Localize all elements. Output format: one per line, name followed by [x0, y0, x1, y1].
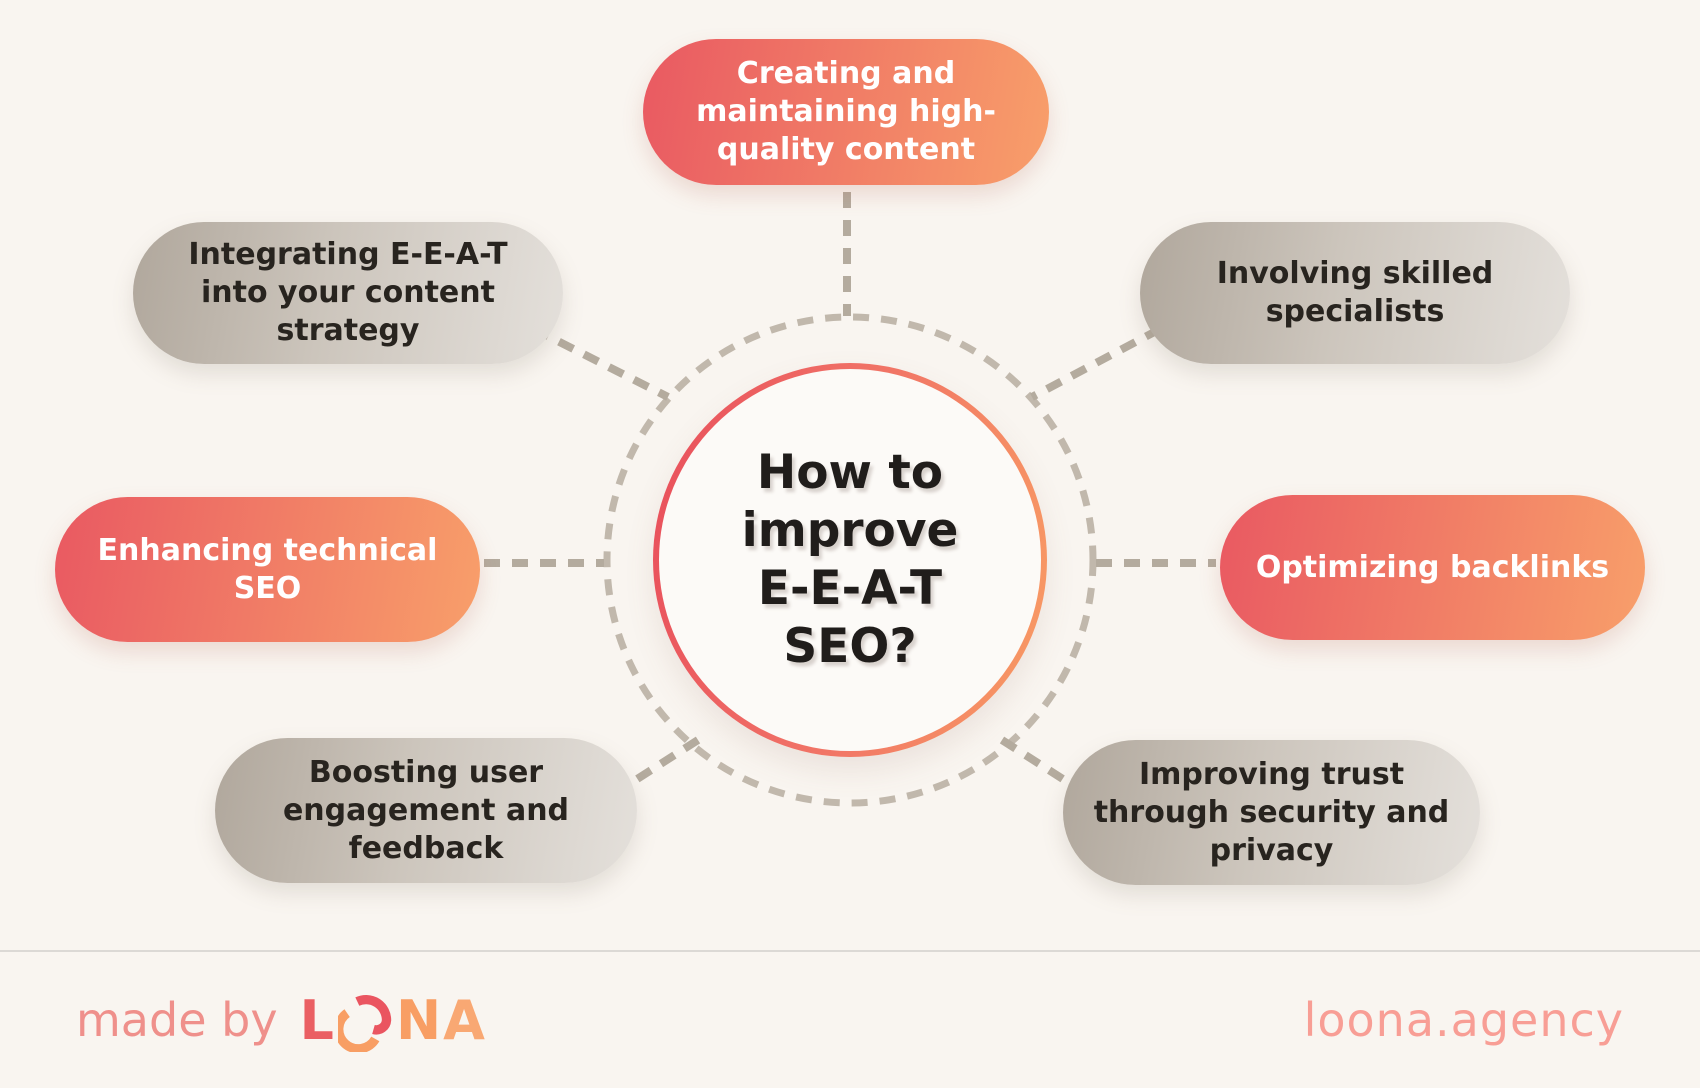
made-by-credit: made by L N A [76, 988, 487, 1052]
node-improving-trust: Improving trust through security and pri… [1063, 740, 1480, 885]
dashed-circle [603, 313, 1097, 807]
center-circle-inner: How to improve E-E-A-T SEO? [659, 369, 1041, 751]
node-integrating-eeat: Integrating E-E-A-T into your content st… [133, 222, 563, 364]
node-boosting-engagement: Boosting user engagement and feedback [215, 738, 637, 883]
node-involving-specialists: Involving skilled specialists [1140, 222, 1570, 364]
loona-swirl-o-icon [337, 995, 392, 1052]
connector-upper-right [1030, 325, 1162, 401]
footer: made by L N A loona.agency [0, 950, 1700, 1088]
logo-letter-n: N [395, 988, 444, 1052]
node-optimizing-backlinks: Optimizing backlinks [1220, 495, 1645, 640]
connector-upper-left [532, 325, 670, 401]
node-creating-content: Creating and maintaining high- quality c… [643, 39, 1049, 185]
logo-letter-l: L [299, 988, 336, 1052]
website-url: loona.agency [1303, 993, 1624, 1047]
logo-letter-a: A [443, 988, 487, 1052]
made-by-label: made by [76, 993, 278, 1047]
center-circle: How to improve E-E-A-T SEO? [653, 363, 1047, 757]
node-enhancing-technical-seo: Enhancing technical SEO [55, 497, 480, 642]
diagram-title: How to improve E-E-A-T SEO? [741, 445, 959, 674]
loona-logo: L N A [300, 988, 487, 1052]
